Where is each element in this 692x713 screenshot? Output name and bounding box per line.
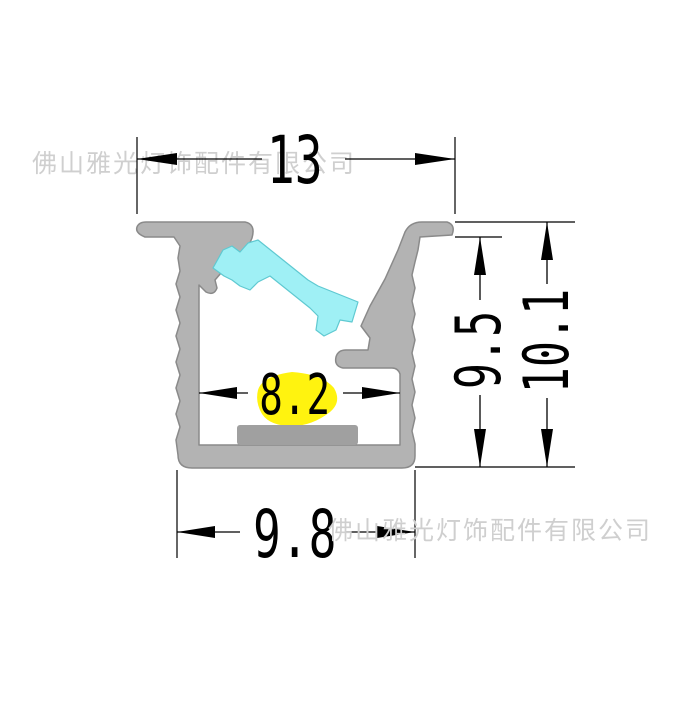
arrow-right-icon (415, 153, 455, 165)
label-inner-width: 8.2 (259, 363, 330, 428)
arrow-up-icon (474, 237, 486, 275)
arrow-up-icon (541, 222, 553, 260)
watermark-bottom: 佛山雅光灯饰配件有限公司 (328, 516, 652, 545)
arrow-down-icon (474, 429, 486, 467)
arrow-left-icon (177, 526, 215, 538)
profile-body (135, 221, 454, 469)
led-light-glow (257, 372, 338, 426)
led-strip (237, 425, 358, 445)
label-top-width: 13 (267, 123, 323, 199)
extension-lines (136, 137, 575, 558)
dimension-bottom-width (177, 526, 415, 538)
label-inner-height: 9.5 (442, 311, 515, 389)
diffuser-cover (212, 239, 359, 337)
dimension-total-height (541, 222, 553, 467)
arrow-left-icon (199, 387, 237, 399)
dimension-top-width (137, 153, 455, 165)
dimension-inner-height (474, 237, 486, 467)
arrow-down-icon (541, 429, 553, 467)
watermark-top: 佛山雅光灯饰配件有限公司 (32, 149, 356, 178)
label-bottom-width: 9.8 (253, 497, 336, 573)
label-total-height: 10.1 (510, 289, 583, 393)
arrow-right-icon (377, 526, 415, 538)
dimension-inner-width (199, 387, 400, 399)
arrow-left-icon (137, 153, 177, 165)
arrow-right-icon (362, 387, 400, 399)
